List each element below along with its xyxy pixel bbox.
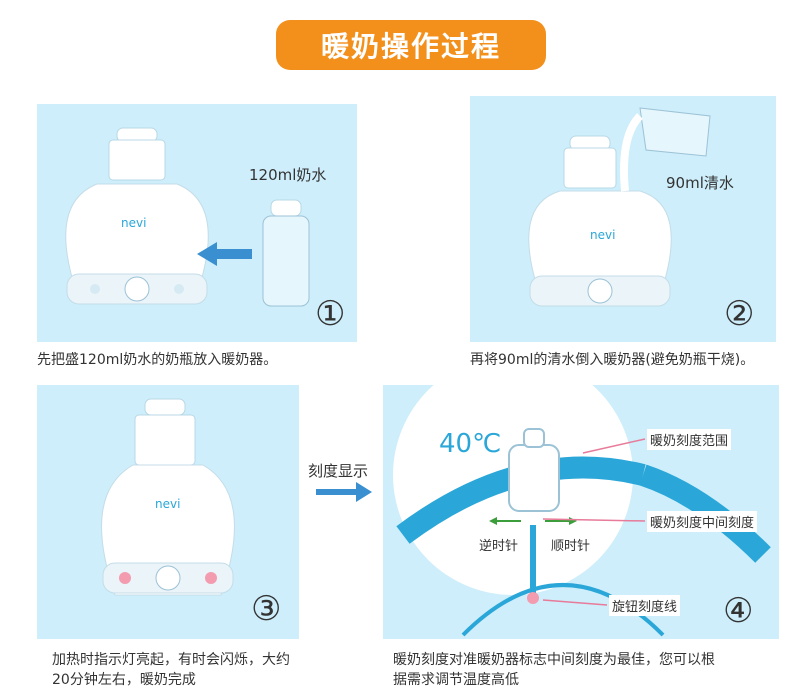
counterclockwise-label: 逆时针 [479,539,519,554]
page-title: 暖奶操作过程 [276,20,546,70]
brand-logo: nevi [590,228,616,242]
step2-panel: 90ml清水 nevi ② [470,96,776,342]
brand-logo: nevi [155,497,181,511]
center-scale-label: 暖奶刻度中间刻度 [647,511,758,532]
step1-panel: 120ml奶水 nevi ① [37,104,357,342]
water-volume-label: 90ml清水 [666,174,734,192]
dial-scale-illustration [393,385,771,637]
step-number-2: ② [724,294,755,334]
temperature-readout: 40℃ [439,429,502,459]
step1-caption: 先把盛120ml奶水的奶瓶放入暖奶器。 [37,352,278,368]
step-number-4: ④ [723,591,754,631]
right-arrow-icon [316,482,372,502]
brand-logo: nevi [121,216,147,230]
step-number-1: ① [315,294,346,334]
step2-caption: 再将90ml的清水倒入暖奶器(避免奶瓶干烧)。 [470,352,755,368]
clockwise-label: 顺时针 [551,539,591,554]
step-number-3: ③ [251,589,282,629]
pour-water-illustration [528,107,711,307]
step3-caption-line1: 加热时指示灯亮起，有时会闪烁，大约 [52,652,290,668]
warmer-heating-illustration [101,398,235,596]
step3-caption-line2: 20分钟左右，暖奶完成 [52,672,196,688]
milk-volume-label: 120ml奶水 [249,166,327,184]
step4-caption-line1: 暖奶刻度对准暖奶器标志中间刻度为最佳，您可以根 [393,652,715,668]
warming-range-label: 暖奶刻度范围 [647,429,732,450]
step3-panel: nevi ③ [37,385,299,639]
scale-display-label: 刻度显示 [308,462,369,480]
step4-panel: 40℃ 暖奶刻度范围 暖奶刻度中间刻度 逆时针 顺时针 旋钮刻度线 ④ [383,385,779,639]
step4-caption-line2: 据需求调节温度高低 [393,672,519,688]
knob-line-label: 旋钮刻度线 [609,595,681,616]
warmer-with-bottle-illustration [65,127,310,307]
